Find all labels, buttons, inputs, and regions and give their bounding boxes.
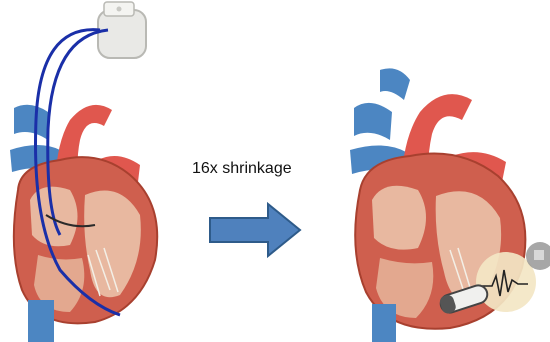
right-arrow-icon <box>206 200 306 260</box>
shrinkage-label: 16x shrinkage <box>192 160 292 178</box>
leadless-pacemaker-heart <box>340 0 550 342</box>
conventional-pacemaker-heart <box>0 0 170 342</box>
